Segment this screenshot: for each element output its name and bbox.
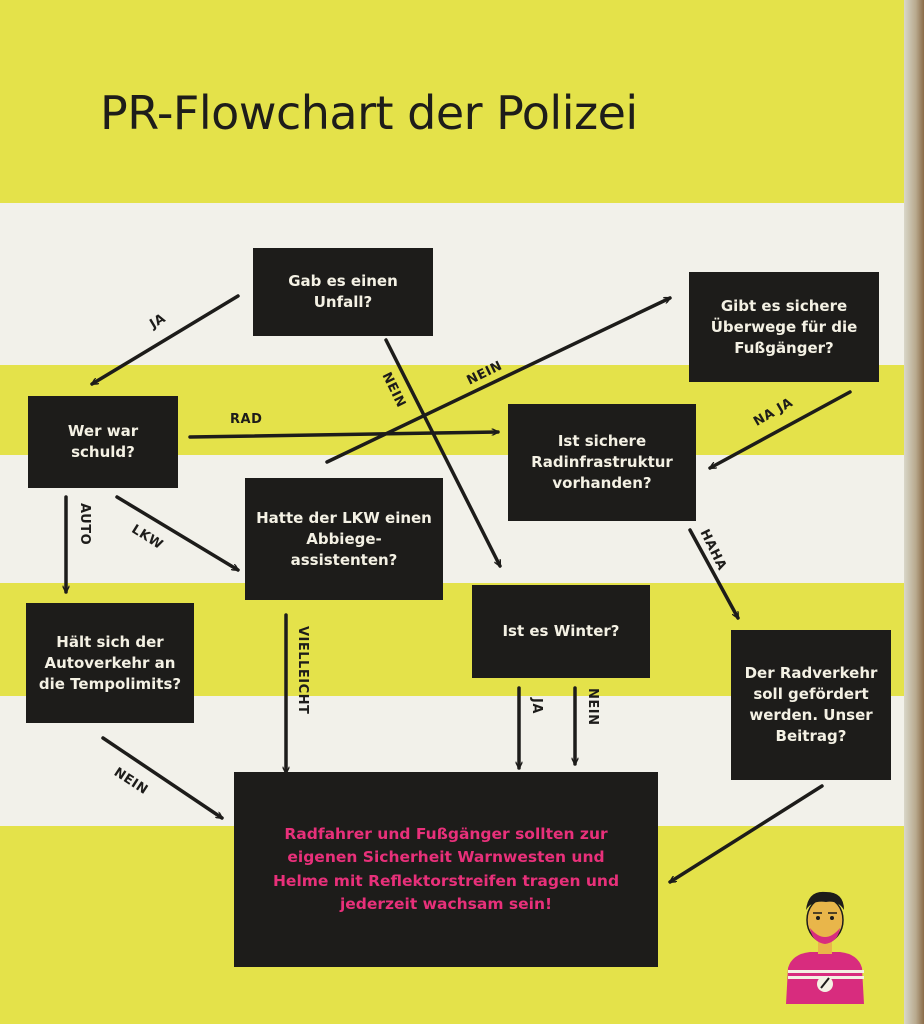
book-page: PR-Flowchart der Polizei — [0, 0, 904, 1024]
edge-label-rad: RAD — [230, 412, 263, 427]
edge-label-auto: AUTO — [77, 503, 92, 546]
node-lkw: Hatte der LKW einen Abbiege-assistenten? — [245, 478, 443, 600]
node-schuld: Wer war schuld? — [28, 396, 178, 488]
page-title: PR-Flowchart der Polizei — [100, 86, 638, 140]
node-radinfra: Ist sichere Radinfrastruktur vorhanden? — [508, 404, 696, 521]
node-radverkehr: Der Radverkehr soll gefördert werden. Un… — [731, 630, 891, 780]
node-final-conclusion: Radfahrer und Fußgänger sollten zur eige… — [234, 772, 658, 967]
arrow-rad — [188, 432, 500, 439]
arrow-lkw — [115, 495, 238, 572]
arrow-nein-winter — [384, 338, 502, 566]
node-winter: Ist es Winter? — [472, 585, 650, 678]
node-ueberwege: Gibt es sichere Überwege für die Fußgäng… — [689, 272, 879, 382]
arrow-na-ja — [710, 390, 852, 470]
node-unfall: Gab es einen Unfall? — [253, 248, 433, 336]
arrow-haha — [688, 528, 740, 618]
edge-label-ja: JA — [529, 698, 544, 714]
arrow-nein-tempolimits — [101, 736, 222, 820]
arrows-layer — [0, 294, 852, 884]
cartoon-man-avatar-icon — [786, 891, 864, 1004]
edge-label-nein: NEIN — [585, 688, 600, 726]
book-page-edge — [904, 0, 924, 1024]
arrow-radverkehr-final — [670, 784, 824, 884]
node-tempolimits: Hält sich der Autoverkehr an die Tempoli… — [26, 603, 194, 723]
arrow-ja-schuld — [92, 294, 240, 386]
edge-label-vielleicht: VIELLEICHT — [295, 626, 310, 715]
